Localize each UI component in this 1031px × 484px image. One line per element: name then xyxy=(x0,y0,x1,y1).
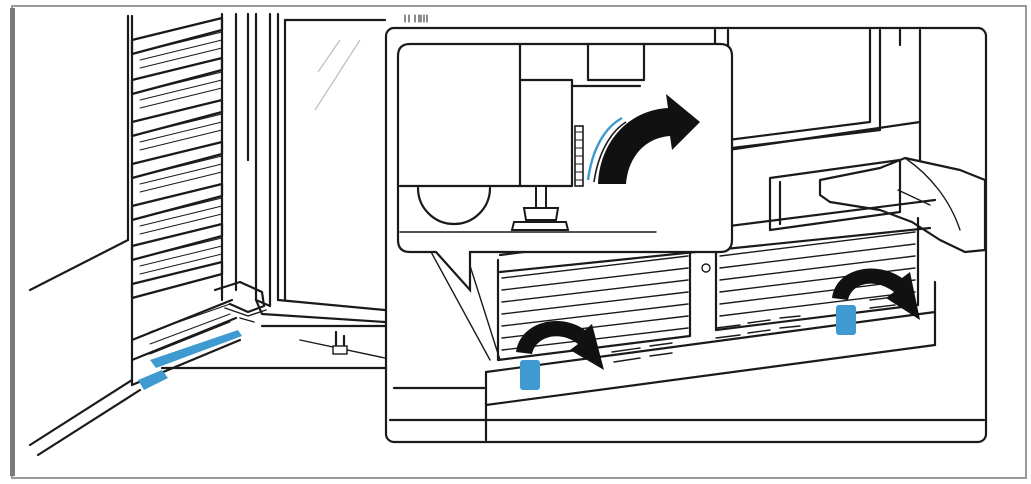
top-mark xyxy=(404,14,428,23)
curved-arrow-icon xyxy=(598,94,700,184)
open-door xyxy=(254,12,387,324)
door-hinge-foot xyxy=(213,280,267,323)
wine-rack-shelves xyxy=(130,16,224,300)
rotate-arrow-left-icon xyxy=(516,321,604,370)
blue-marker-left xyxy=(520,360,540,390)
inset-magnifier xyxy=(396,42,734,293)
kick-plate xyxy=(392,280,937,442)
blue-marker-strip-upper xyxy=(150,330,242,368)
appliance-left-side xyxy=(126,14,134,387)
rotate-arrow-right-icon xyxy=(832,268,920,320)
floor-guides xyxy=(160,324,390,370)
toe-kick-grille-right xyxy=(714,216,920,332)
inner-cabinet-wall xyxy=(220,12,250,302)
left-edge-bar xyxy=(10,8,15,476)
left-cabinet-wall xyxy=(28,238,142,457)
grille-screw xyxy=(701,263,711,273)
blue-marker-right xyxy=(836,305,856,335)
hand xyxy=(818,156,987,254)
leveling-foot-icon xyxy=(510,185,570,231)
blue-marker-strip-lower xyxy=(138,370,168,390)
